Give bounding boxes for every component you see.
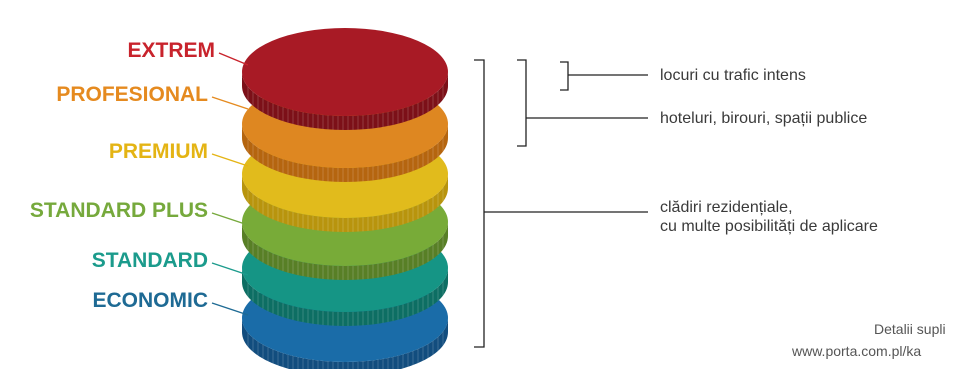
- disc-side: [242, 318, 448, 369]
- label-standard: STANDARD: [92, 249, 208, 272]
- disc-extrem: [242, 28, 448, 130]
- range-brackets: [474, 59, 648, 348]
- bracket-high-traffic: [560, 61, 648, 91]
- tier-labels: ECONOMIC STANDARD STANDARD PLUS PREMIUM PROF…: [30, 39, 215, 312]
- footer-url: www.porta.com.pl/ka: [791, 343, 921, 359]
- footer-details: Detalii supli: [874, 321, 946, 337]
- disc-stack: [242, 28, 448, 369]
- connector-standard-plus: [211, 212, 249, 226]
- label-profesional: PROFESIONAL: [56, 83, 208, 106]
- label-connectors: [211, 52, 249, 316]
- desc-residential-line1: clădiri rezidențiale,: [660, 199, 793, 216]
- label-premium: PREMIUM: [109, 140, 208, 163]
- desc-high-traffic: locuri cu trafic intens: [660, 67, 806, 84]
- label-extrem: EXTREM: [127, 39, 215, 62]
- label-standard-plus: STANDARD PLUS: [30, 199, 208, 222]
- bracket-commercial: [517, 59, 648, 147]
- connector-standard: [211, 262, 249, 276]
- desc-commercial: hoteluri, birouri, spații publice: [660, 110, 867, 127]
- disc-side: [242, 72, 448, 130]
- disc-side: [242, 268, 448, 326]
- label-economic: ECONOMIC: [93, 289, 209, 312]
- connector-profesional: [211, 96, 249, 110]
- disc-side: [242, 174, 448, 232]
- disc-top: [242, 28, 448, 116]
- disc-side: [242, 124, 448, 182]
- bracket-residential: [474, 59, 648, 348]
- disc-side: [242, 222, 448, 280]
- connector-extrem: [218, 52, 249, 66]
- desc-residential-line2: cu multe posibilități de aplicare: [660, 218, 878, 235]
- connector-premium: [211, 153, 249, 167]
- connector-economic: [211, 302, 249, 316]
